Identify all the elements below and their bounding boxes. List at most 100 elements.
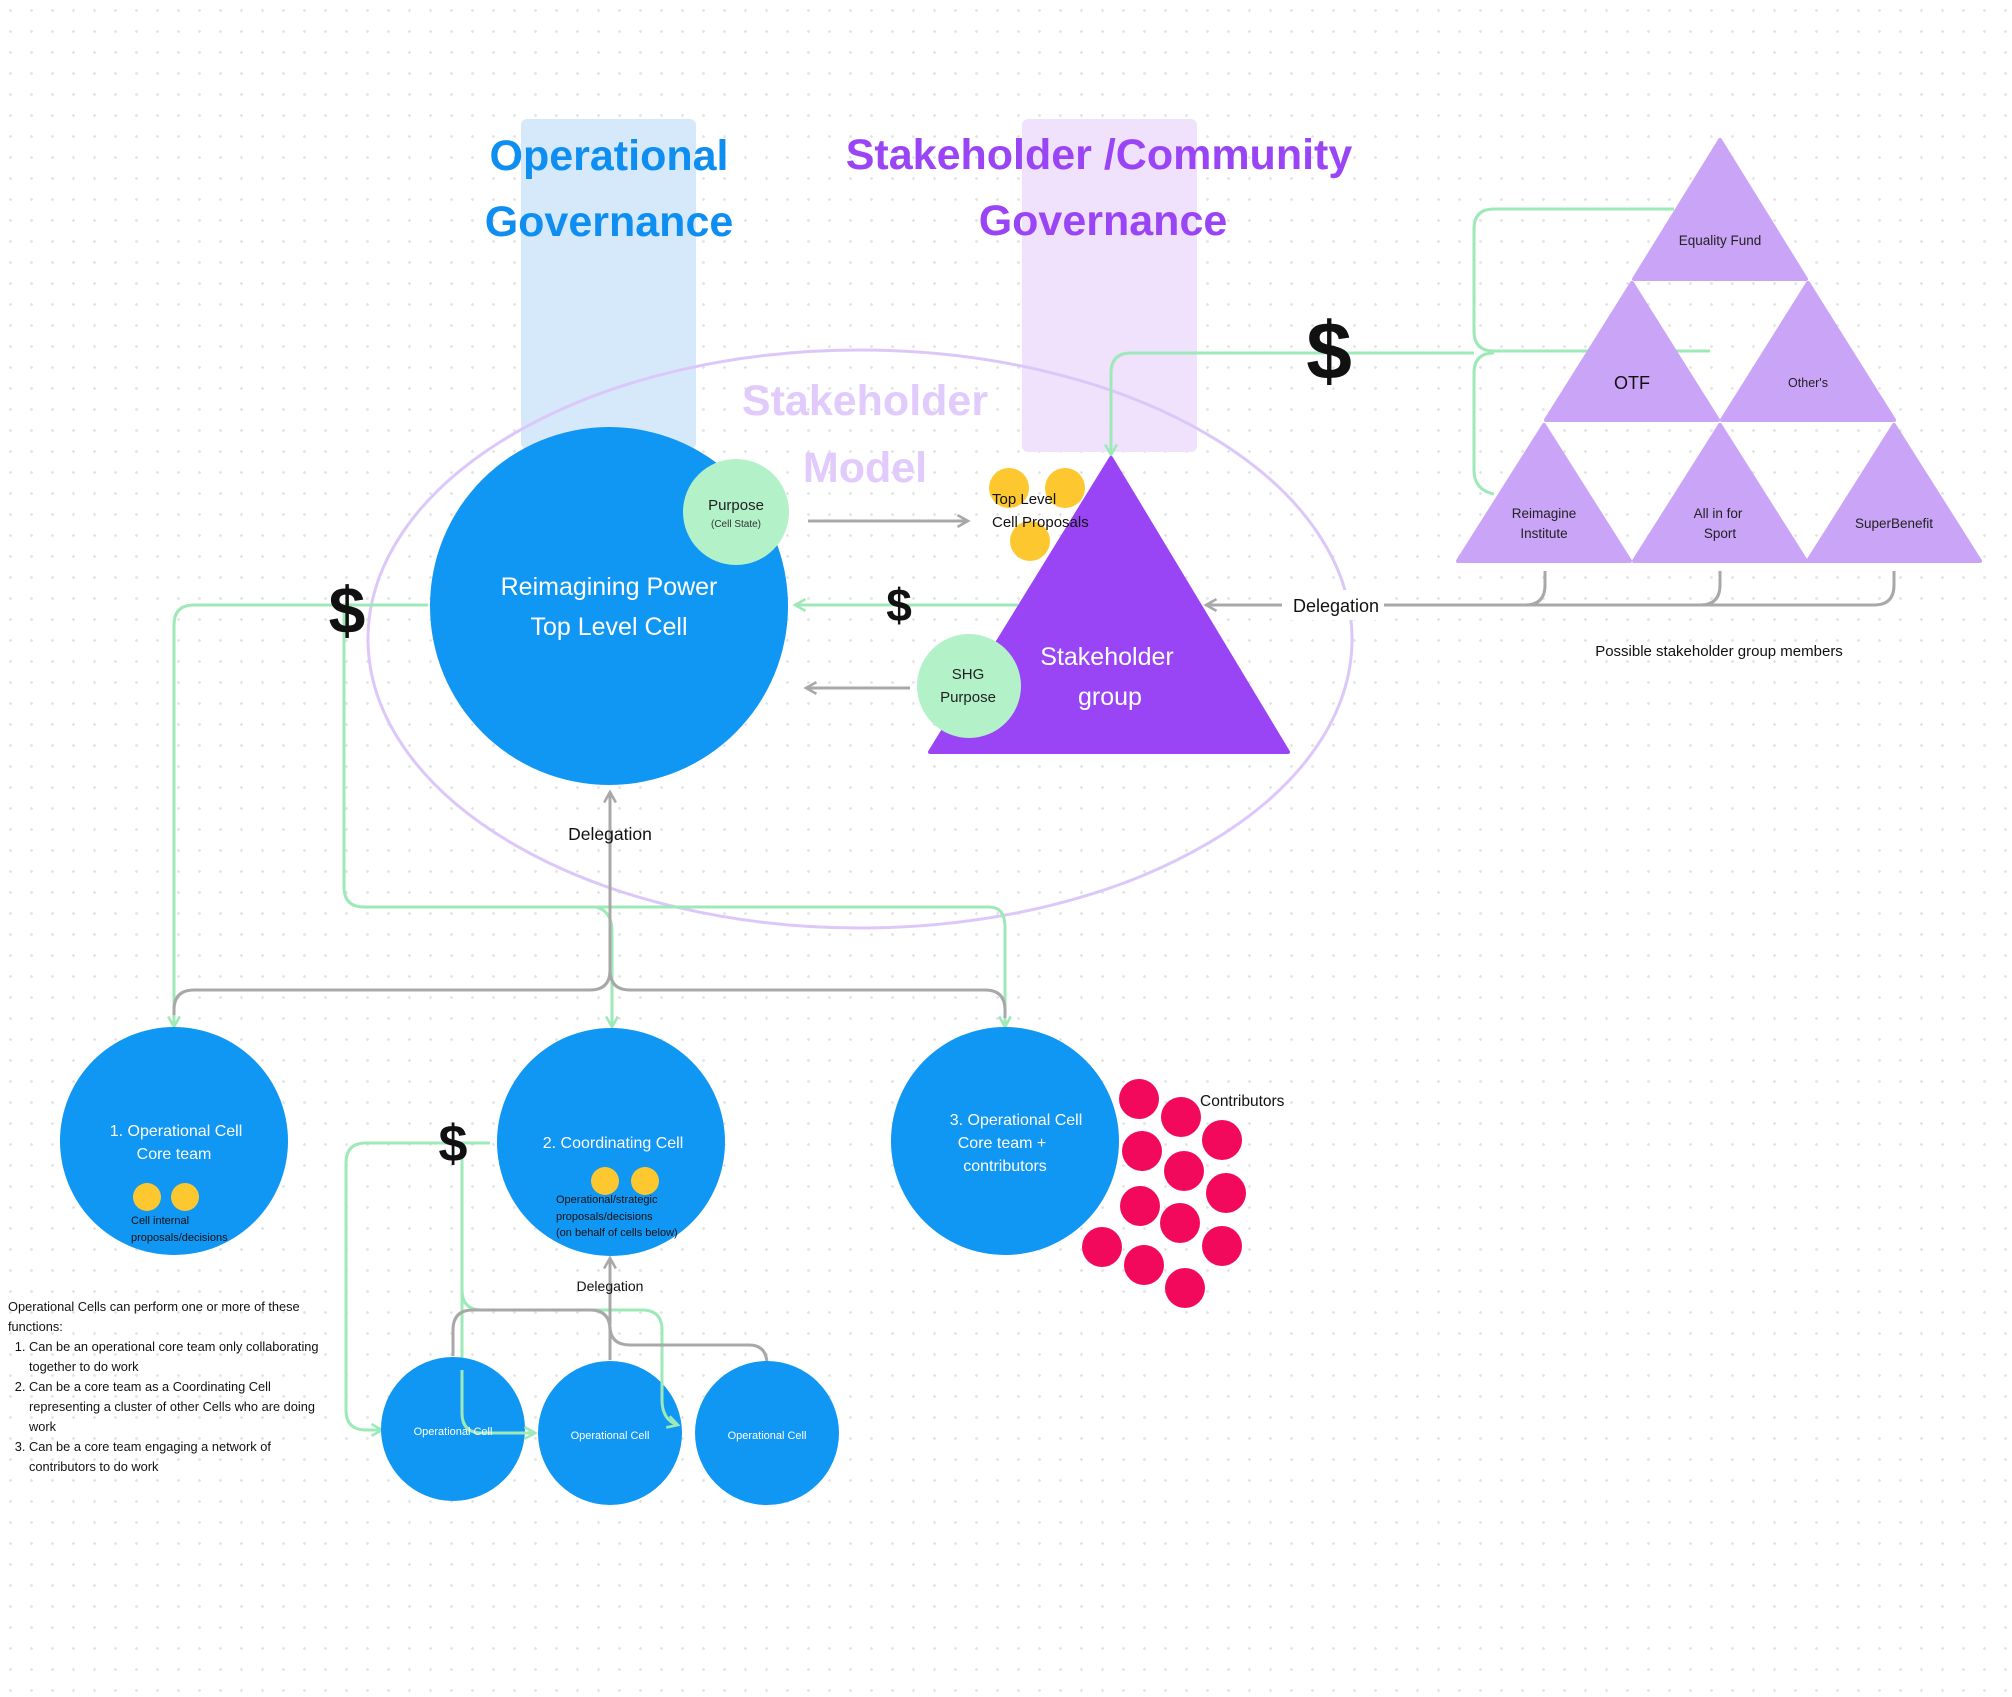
proposal-dot (133, 1183, 161, 1211)
contributors-label: Contributors (1200, 1093, 1285, 1110)
coordinating-cell-note-line2: proposals/decisions (556, 1211, 653, 1223)
notes-item-1: Can be an operational core team only col… (29, 1337, 338, 1377)
dollar-icon: $ (439, 1115, 468, 1173)
operational-cell-1-label-line2: Core team (137, 1146, 212, 1163)
purpose-label: Purpose (708, 497, 764, 514)
member-others[interactable] (1720, 281, 1896, 422)
member-reimagine-institute[interactable] (1456, 423, 1632, 563)
funding-flow-members (1472, 207, 1710, 353)
coordinating-cell-note-line3: (on behalf of cells below) (556, 1227, 678, 1239)
member-equality-fund-label: Equality Fund (1679, 233, 1762, 248)
contributor-dot (1119, 1079, 1159, 1119)
member-pyramid (1456, 138, 1982, 563)
dollar-icon: $ (886, 579, 912, 631)
operational-governance-title-line2: Governance (485, 198, 734, 246)
top-level-cell-label: Reimagining Power (501, 573, 718, 601)
operational-cell-3-label-line3: contributors (963, 1158, 1047, 1175)
purpose-sub-label: (Cell State) (711, 519, 761, 530)
contributor-dot (1122, 1131, 1162, 1171)
top-level-proposals-label-line2: Cell Proposals (992, 514, 1089, 531)
contributor-dot (1161, 1097, 1201, 1137)
contributor-dot (1124, 1245, 1164, 1285)
small-operational-cell-2-label: Operational Cell (571, 1430, 650, 1442)
notes-list: Can be an operational core team only col… (8, 1337, 338, 1477)
stakeholder-model-title: Stakeholder (742, 377, 988, 425)
purpose-bubble[interactable] (683, 459, 789, 565)
operational-cells-notes: Operational Cells can perform one or mor… (8, 1297, 338, 1477)
funding-flow-to-stakeholder-group (1111, 351, 1474, 455)
member-otf-label: OTF (1614, 373, 1650, 393)
member-allin-label: All in for (1694, 506, 1743, 521)
notes-item-3: Can be a core team engaging a network of… (29, 1437, 338, 1477)
small-operational-cell-1-label: Operational Cell (414, 1426, 493, 1438)
proposal-dot (1045, 468, 1085, 508)
operational-column-band (521, 119, 696, 449)
dollar-icon: $ (329, 573, 366, 647)
funding-flow-to-op-cell-1 (174, 603, 428, 1027)
operational-cell-3[interactable] (891, 1027, 1119, 1255)
member-equality-fund[interactable] (1632, 138, 1808, 281)
top-level-cell-label-line2: Top Level Cell (530, 613, 687, 641)
delegation-label-main: Delegation (568, 824, 652, 844)
proposal-dot (591, 1167, 619, 1195)
shg-purpose-bubble[interactable] (917, 634, 1021, 738)
money-flow-lines (174, 207, 1710, 1433)
notes-item-2: Can be a core team as a Coordinating Cel… (29, 1377, 338, 1437)
members-delegation-line-3 (1700, 571, 1896, 607)
coordinating-cell-label: 2. Coordinating Cell (543, 1135, 684, 1152)
delegation-small-branch (451, 1308, 612, 1356)
proposal-dot (631, 1167, 659, 1195)
operational-cell-1-note-line2: proposals/decisions (131, 1232, 228, 1244)
proposal-dot (1010, 521, 1050, 561)
contributor-dot (1160, 1203, 1200, 1243)
small-operational-cell-1[interactable] (381, 1357, 525, 1501)
operational-cell-1[interactable] (60, 1027, 288, 1255)
member-reimagine-label-line2: Institute (1520, 526, 1567, 541)
small-operational-cell-3[interactable] (695, 1361, 839, 1505)
proposal-dot (989, 468, 1029, 508)
stakeholder-group-label: Stakeholder (1040, 643, 1173, 671)
coordinating-cell-note: Operational/strategic (556, 1194, 658, 1206)
delegation-label-small: Delegation (577, 1278, 644, 1294)
contributor-dot (1120, 1186, 1160, 1226)
contributor-dot (1202, 1120, 1242, 1160)
proposal-dot (171, 1183, 199, 1211)
member-allin-label-line2: Sport (1704, 526, 1737, 541)
money-flow-overlay (460, 1370, 678, 1433)
funding-flow-reimagine (1472, 351, 1495, 496)
contributors-cluster (1082, 1079, 1246, 1308)
members-delegation-line-2 (1525, 571, 1722, 607)
contributor-dot (1206, 1173, 1246, 1213)
operational-cell-3-label: 3. Operational Cell (950, 1112, 1083, 1129)
members-caption: Possible stakeholder group members (1595, 643, 1843, 660)
contributor-dot (1082, 1227, 1122, 1267)
delegation-branch-line-2 (608, 969, 1007, 1018)
small-operational-cell-2[interactable] (538, 1361, 682, 1505)
coordinating-cell[interactable] (497, 1028, 725, 1256)
stakeholder-governance-title: Stakeholder /Community (846, 131, 1353, 179)
operational-cell-1-label: 1. Operational Cell (110, 1123, 243, 1140)
top-level-proposals-label: Top Level (992, 491, 1056, 508)
funding-flow-to-small-cell-1 (344, 1141, 490, 1430)
member-superbenefit-label: SuperBenefit (1855, 516, 1933, 531)
stakeholder-model-title-line2: Model (803, 444, 927, 492)
contributor-dot (1164, 1151, 1204, 1191)
stakeholder-model-ellipse (366, 348, 1354, 930)
member-superbenefit[interactable] (1806, 423, 1982, 563)
delegation-branch-line (172, 969, 612, 1015)
small-operational-cell-3-label: Operational Cell (728, 1430, 807, 1442)
stakeholder-column-band (1022, 119, 1197, 452)
delegation-small-branch-2 (608, 1325, 769, 1367)
delegation-label-bg (1284, 590, 1384, 620)
operational-cell-1-note: Cell internal (131, 1215, 189, 1227)
dollar-icon: $ (1306, 306, 1352, 397)
contributor-dot (1165, 1268, 1205, 1308)
delegation-label-members: Delegation (1293, 596, 1379, 616)
member-otf[interactable] (1544, 281, 1720, 422)
member-all-in-for-sport[interactable] (1632, 423, 1808, 563)
member-reimagine-label: Reimagine (1512, 506, 1577, 521)
members-delegation-line (1380, 571, 1547, 607)
operational-cell-3-label-line2: Core team + (958, 1135, 1046, 1152)
member-others-label: Other's (1788, 376, 1828, 390)
